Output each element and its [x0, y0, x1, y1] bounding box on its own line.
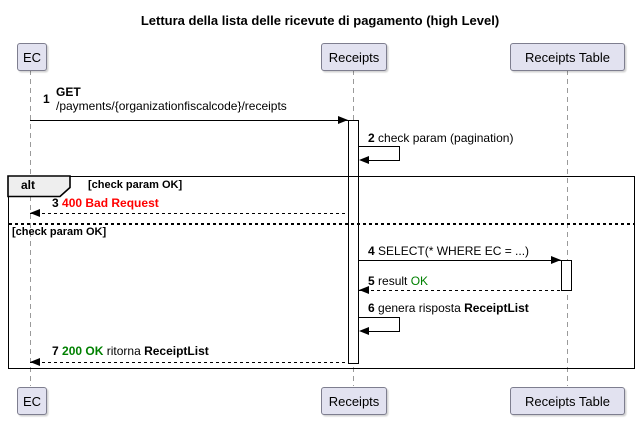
lifeline-ec: [30, 70, 31, 386]
message-3-error-text: 400 Bad Request: [62, 196, 159, 210]
arrow-6-top: [359, 317, 400, 319]
arrow-1-head: [338, 116, 348, 124]
arrow-3-head: [30, 209, 40, 217]
message-5-text: result: [378, 274, 411, 288]
message-1-number: 1: [43, 92, 50, 106]
arrow-6-bottom: [365, 331, 400, 333]
alt-frame-label-pentagon: [7, 175, 71, 198]
participant-receipts-table-bottom: Receipts Table: [510, 387, 625, 415]
arrow-1-line: [30, 120, 348, 122]
participant-receipts-table-top: Receipts Table: [510, 43, 625, 71]
message-7-number: 7: [52, 344, 59, 358]
arrow-2-bottom: [365, 160, 400, 162]
arrow-6-side: [399, 317, 401, 332]
message-5-number: 5: [368, 274, 375, 288]
arrow-2-side: [399, 146, 401, 161]
activation-receipts: [348, 120, 359, 364]
participant-ec-bottom: EC: [17, 387, 47, 415]
alt-guard-bottom: [check param OK]: [12, 226, 107, 238]
message-1-label: GET/payments/{organizationfiscalcode}/re…: [56, 85, 287, 113]
message-1-path: /payments/{organizationfiscalcode}/recei…: [56, 99, 287, 113]
alt-guard-top: [check param OK]: [88, 179, 183, 191]
message-7-ok-text: 200 OK: [62, 344, 104, 358]
message-4-label: 4 SELECT(* WHERE EC = ...): [368, 244, 529, 258]
message-4-number: 4: [368, 244, 375, 258]
participant-receipts-bottom: Receipts: [321, 387, 387, 415]
message-6-text: genera risposta: [378, 301, 465, 315]
diagram-title: Lettura della lista delle ricevute di pa…: [140, 13, 500, 28]
participant-receipts-table-label: Receipts Table: [524, 393, 611, 409]
participant-ec-label: EC: [22, 393, 42, 409]
message-6-label: 6 genera risposta ReceiptList: [368, 301, 529, 315]
alt-keyword: alt: [21, 178, 36, 192]
arrow-6-head: [359, 327, 369, 335]
message-7-text: ritorna: [103, 344, 145, 358]
alt-frame: [8, 176, 635, 369]
arrow-5-line: [359, 290, 561, 292]
arrow-4-head: [551, 256, 561, 264]
message-6-number: 6: [368, 301, 375, 315]
participant-receipts-table-label: Receipts Table: [524, 49, 611, 65]
participant-receipts-top: Receipts: [321, 43, 387, 71]
message-6-emph-text: ReceiptList: [464, 301, 529, 315]
message-7-label: 7 200 OK ritorna ReceiptList: [52, 344, 209, 358]
message-7-emph-text: ReceiptList: [144, 344, 209, 358]
arrow-5-head: [359, 286, 369, 294]
arrow-7-line: [30, 362, 348, 364]
message-5-ok-text: OK: [410, 274, 429, 288]
message-2-text: check param (pagination): [378, 131, 514, 145]
arrow-4-line: [359, 260, 561, 262]
message-5-label: 5 result OK: [368, 274, 428, 288]
arrow-7-head: [30, 358, 40, 366]
message-3-label: 3 400 Bad Request: [52, 196, 159, 210]
message-2-number: 2: [368, 131, 375, 145]
message-2-label: 2 check param (pagination): [368, 131, 513, 145]
participant-receipts-label: Receipts: [328, 49, 380, 65]
message-1-method: GET: [56, 85, 81, 99]
participant-ec-top: EC: [17, 43, 47, 71]
participant-receipts-label: Receipts: [328, 393, 380, 409]
arrow-2-head: [359, 156, 369, 164]
activation-receipts-table: [561, 260, 572, 291]
message-3-number: 3: [52, 196, 59, 210]
message-4-text: SELECT(* WHERE EC = ...): [378, 244, 530, 258]
lifeline-receipts-table: [567, 70, 568, 386]
arrow-2-top: [359, 146, 400, 148]
arrow-3-line: [30, 213, 348, 215]
alt-divider: [9, 223, 634, 225]
participant-ec-label: EC: [22, 49, 42, 65]
